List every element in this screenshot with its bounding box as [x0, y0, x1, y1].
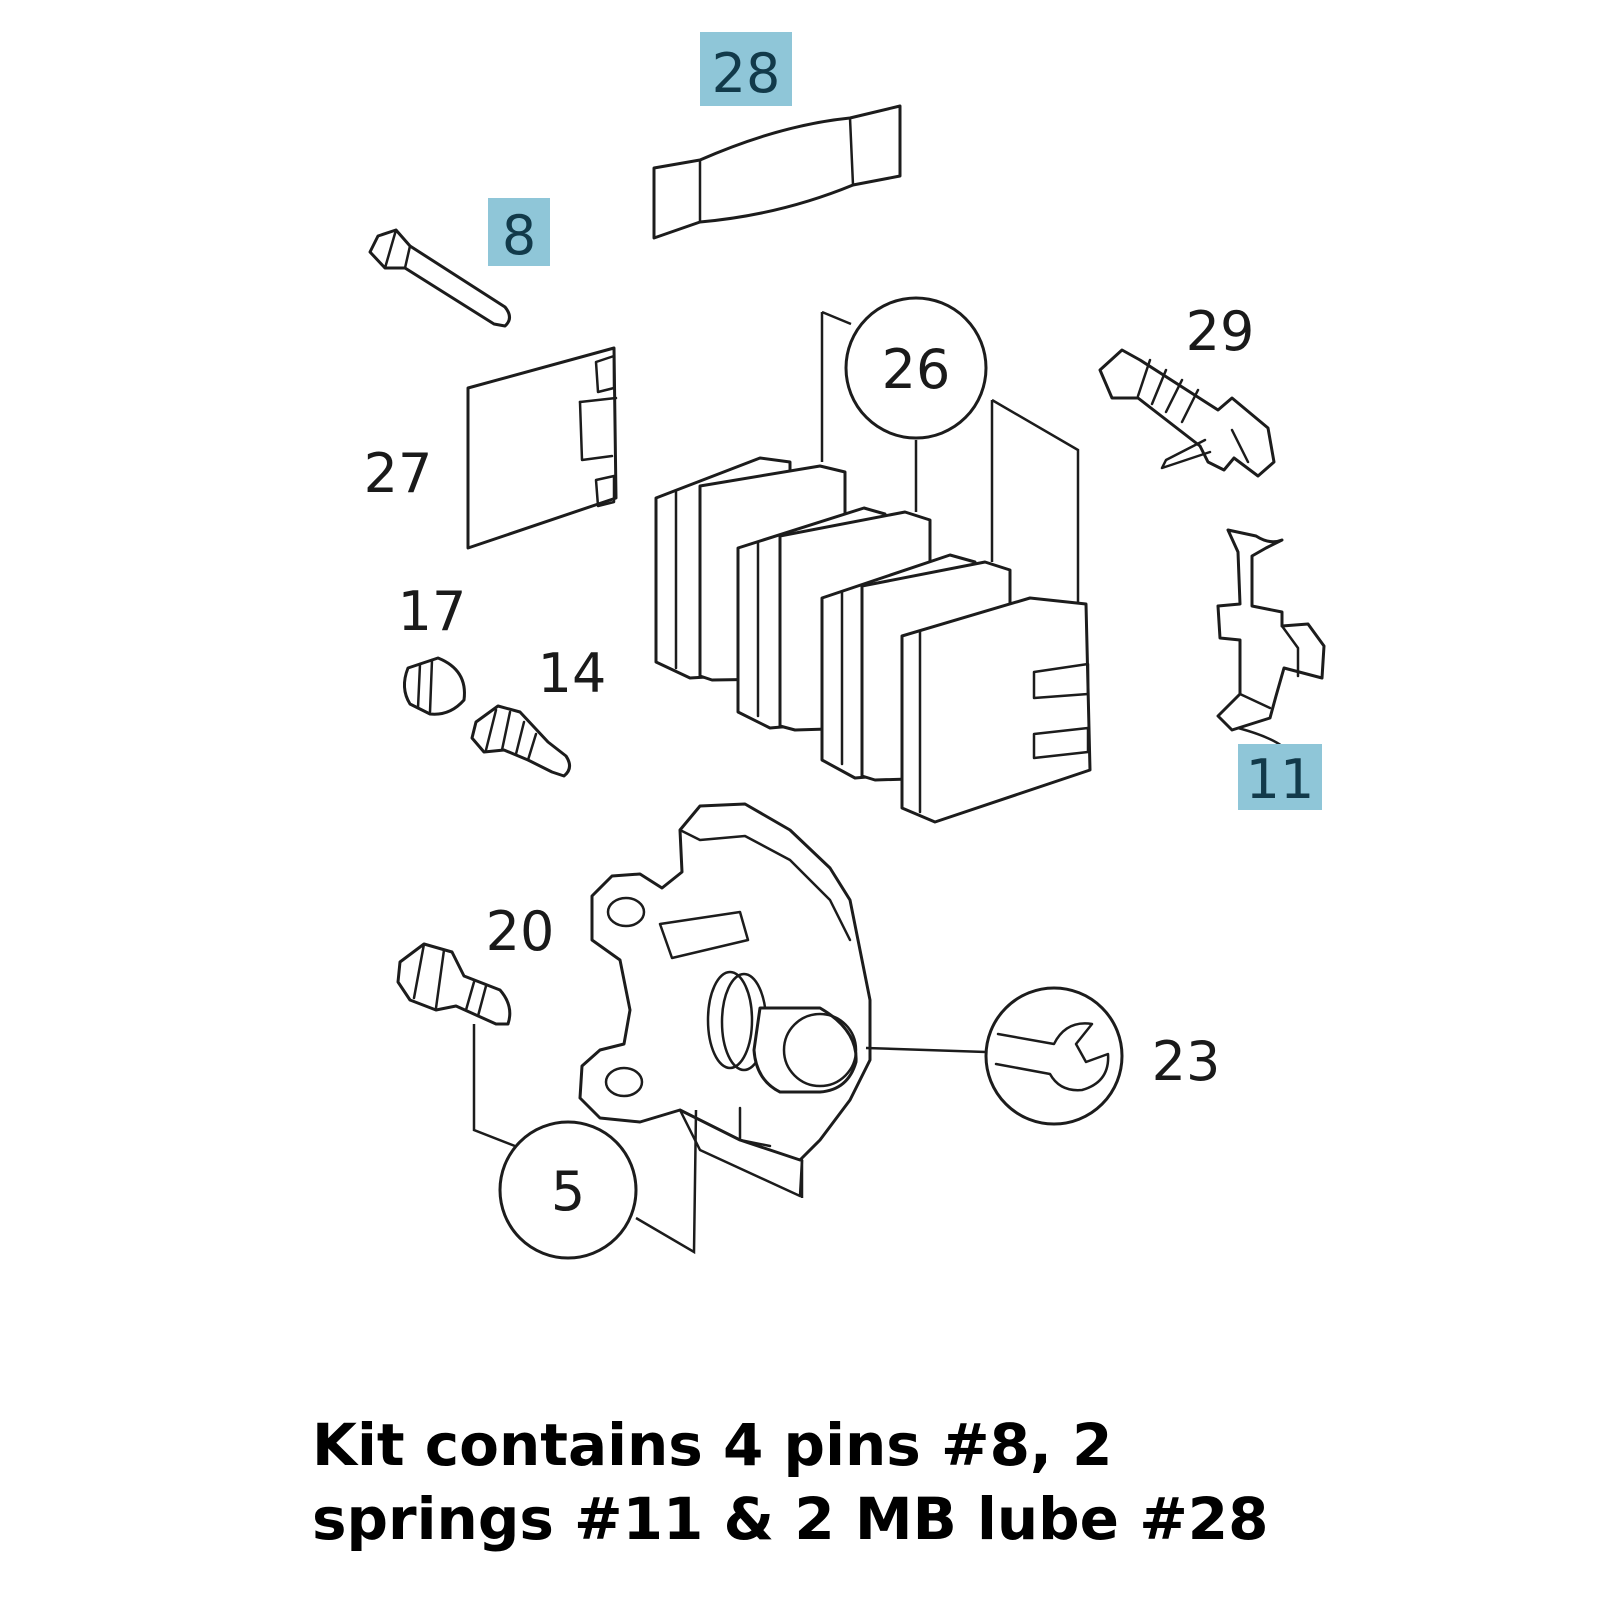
callout-20-label: 20	[486, 900, 555, 963]
callout-29-label: 29	[1186, 300, 1255, 363]
wear-sensor-part	[1098, 348, 1276, 478]
callout-11-label: 11	[1246, 748, 1315, 811]
bleeder-cap-part	[403, 656, 466, 716]
callout-8-label: 8	[502, 204, 536, 267]
callout-23-label: 23	[1152, 1030, 1221, 1093]
callout-5-leader	[472, 1024, 804, 1255]
callout-11-highlight	[1238, 744, 1322, 810]
caption-line-1: Kit contains 4 pins #8, 2	[312, 1411, 1113, 1479]
anti-squeal-shim-part	[466, 346, 618, 550]
bleeder-screw-part	[470, 704, 571, 778]
lube-packet-part	[652, 104, 902, 240]
callout-11-leader	[1237, 726, 1283, 748]
wrench-icon	[994, 1022, 1110, 1092]
callout-26-label: 26	[882, 338, 951, 401]
callout-28-label: 28	[712, 42, 781, 105]
callout-26-leader	[820, 310, 1080, 604]
anti-rattle-spring-part	[1216, 528, 1326, 732]
caption-line-2: springs #11 & 2 MB lube #28	[312, 1485, 1269, 1553]
callout-14-label: 14	[538, 642, 607, 705]
kit-contents-caption: Kit contains 4 pins #8, 2 springs #11 & …	[312, 1408, 1512, 1556]
brake-caliper-part	[578, 802, 872, 1198]
callout-28-highlight	[700, 32, 792, 106]
callout-27-label: 27	[364, 442, 433, 505]
guide-pin-part	[368, 228, 511, 328]
caliper-bolt-part	[396, 942, 512, 1026]
callout-17-label: 17	[398, 580, 467, 643]
callout-8-highlight	[488, 198, 550, 266]
callout-23-leader	[865, 1046, 987, 1054]
callout-26-circle	[844, 296, 988, 440]
callout-5-circle	[498, 1120, 638, 1260]
callout-5-label: 5	[551, 1160, 585, 1223]
callout-23-circle	[984, 986, 1124, 1126]
brake-pads-part	[654, 456, 1092, 824]
